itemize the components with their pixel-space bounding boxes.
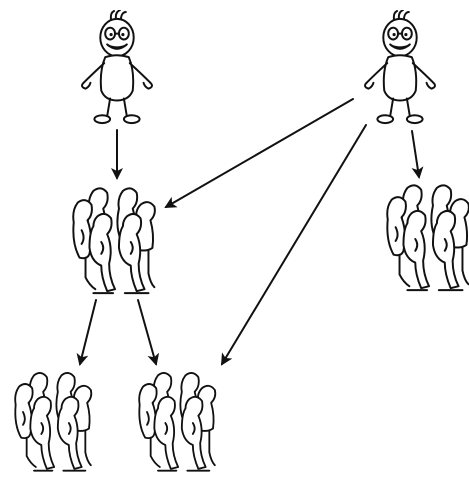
crowd-icon	[386, 184, 469, 292]
group-bottom-center	[138, 371, 217, 472]
arrow-person-right-to-group-bottom-center	[220, 124, 367, 366]
crowd-icon	[72, 187, 156, 295]
group-middle	[72, 187, 156, 295]
arrow-group-middle-to-group-bottom-center	[137, 299, 160, 366]
crowd-icon	[14, 371, 93, 472]
group-right	[386, 184, 469, 292]
smiling-person-icon	[363, 10, 437, 125]
arrow-person-right-to-group-middle	[164, 98, 354, 209]
crowd-icon	[138, 371, 217, 472]
person-left	[80, 10, 154, 125]
arrow-person-right-to-group-right	[411, 130, 424, 179]
smiling-person-icon	[80, 10, 154, 125]
person-right	[363, 10, 437, 125]
group-bottom-left	[14, 371, 93, 472]
arrow-group-middle-to-group-bottom-left	[76, 299, 97, 366]
